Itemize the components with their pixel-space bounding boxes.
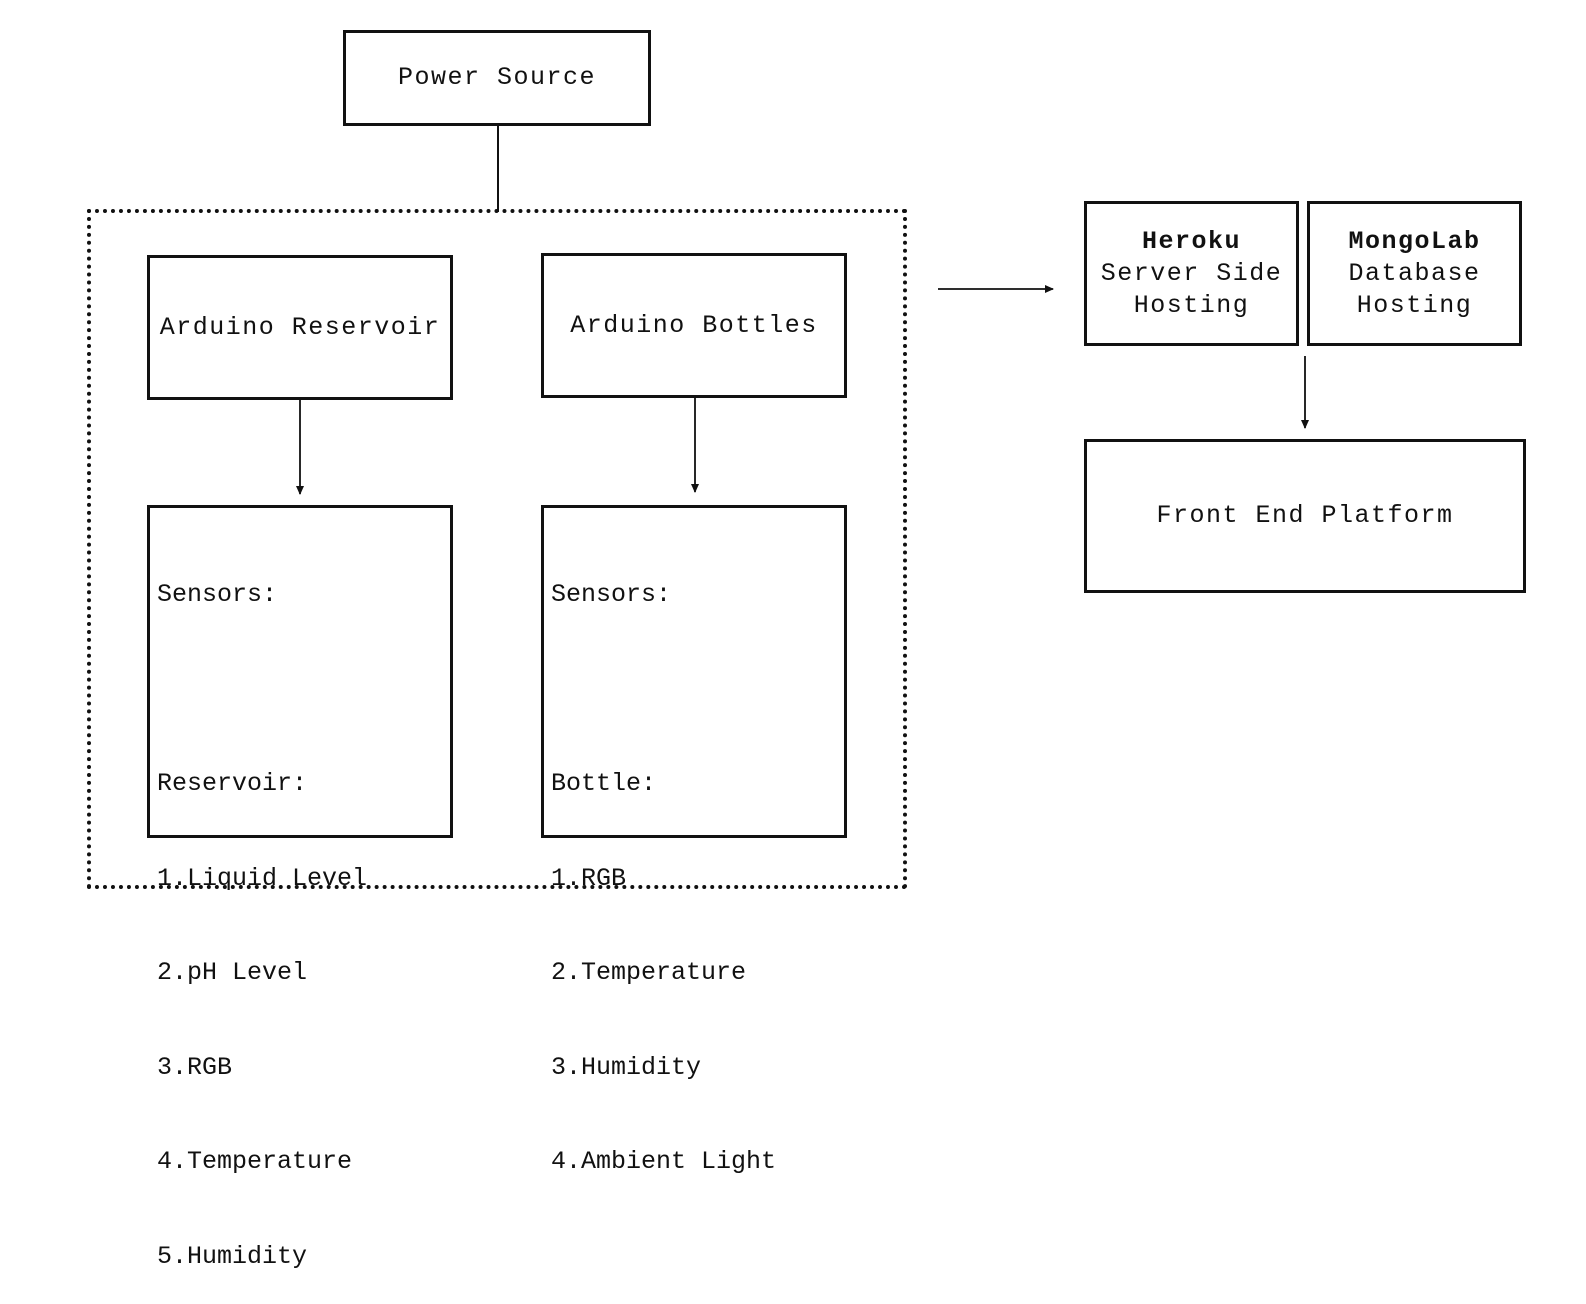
reservoir-sensors-title: Sensors: bbox=[157, 580, 278, 609]
front-end-label: Front End Platform bbox=[1156, 501, 1454, 530]
reservoir-sensor-item: 3.RGB bbox=[157, 1052, 233, 1082]
power-source-box: Power Source bbox=[343, 30, 651, 126]
mongolab-line1: Database bbox=[1348, 258, 1481, 288]
bottles-sensors-group: Bottle: bbox=[551, 769, 657, 798]
front-end-box: Front End Platform bbox=[1084, 439, 1526, 593]
bottles-sensors-box: Sensors: Bottle: 1.RGB 2.Temperature 3.H… bbox=[541, 505, 847, 1176]
heroku-box: Heroku Server Side Hosting bbox=[1084, 201, 1299, 346]
heroku-line2: Hosting bbox=[1133, 290, 1250, 320]
bottles-sensors-title: Sensors: bbox=[551, 580, 672, 609]
reservoir-sensor-item: 2.pH Level bbox=[157, 958, 308, 987]
arduino-reservoir-label: Arduino Reservoir bbox=[159, 312, 441, 342]
reservoir-sensor-item: 1.Liquid Level bbox=[157, 863, 368, 893]
arduino-bottles-label: Arduino Bottles bbox=[570, 310, 818, 340]
reservoir-sensors-box: Sensors: Reservoir: 1.Liquid Level 2.pH … bbox=[147, 505, 453, 1271]
arduino-reservoir-box: Arduino Reservoir bbox=[147, 255, 453, 400]
reservoir-sensor-item: 4.Temperature bbox=[157, 1147, 353, 1176]
bottles-sensor-item: 3.Humidity bbox=[551, 1052, 702, 1082]
heroku-line1: Server Side bbox=[1100, 258, 1283, 288]
hardware-boundary bbox=[87, 209, 907, 889]
reservoir-sensor-item: 5.Humidity bbox=[157, 1241, 308, 1271]
heroku-name: Heroku bbox=[1141, 226, 1241, 256]
bottles-sensor-item: 1.RGB bbox=[551, 863, 627, 893]
reservoir-sensors-group: Reservoir: bbox=[157, 769, 308, 798]
bottles-sensor-item: 4.Ambient Light bbox=[551, 1147, 777, 1176]
connector-lines bbox=[296, 123, 1309, 495]
mongolab-line2: Hosting bbox=[1356, 290, 1473, 320]
power-source-label: Power Source bbox=[397, 63, 597, 92]
mongolab-name: MongoLab bbox=[1348, 226, 1481, 256]
arduino-bottles-box: Arduino Bottles bbox=[541, 253, 847, 398]
bottles-sensor-item: 2.Temperature bbox=[551, 958, 747, 987]
mongolab-box: MongoLab Database Hosting bbox=[1307, 201, 1522, 346]
